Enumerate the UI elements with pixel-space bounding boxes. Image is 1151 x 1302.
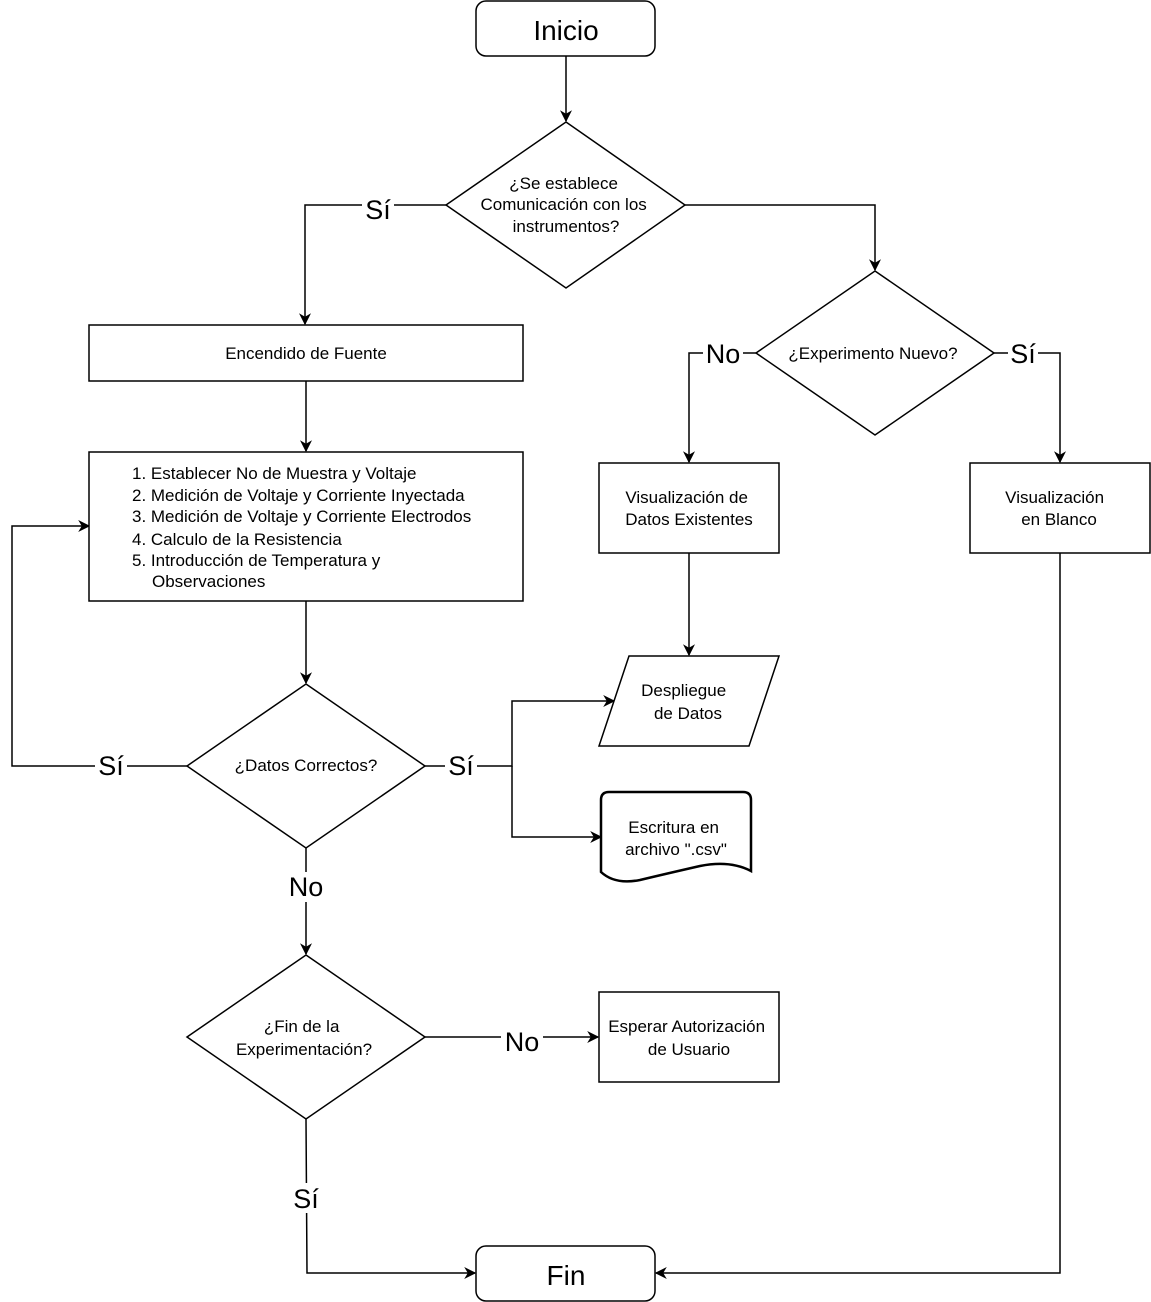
steps-process: 1. Establecer No de Muestra y Voltaje 2.… xyxy=(88,451,524,602)
label-data-correct-yes-right: Sí xyxy=(448,751,474,781)
start-label: Inicio xyxy=(533,15,598,46)
edge-labels: Sí No Sí Sí Sí No No Sí xyxy=(95,193,1038,1214)
new-experiment-question: ¿Experimento Nuevo? xyxy=(788,344,957,363)
start-node: Inicio xyxy=(475,0,656,57)
end-experiment-decision: ¿Fin de la Experimentación? xyxy=(185,954,427,1120)
power-on-process: Encendido de Fuente xyxy=(88,324,524,382)
label-end-experiment-yes: Sí xyxy=(293,1184,319,1214)
steps-list: 1. Establecer No de Muestra y Voltaje 2.… xyxy=(132,464,476,591)
data-correct-decision: ¿Datos Correctos? xyxy=(185,683,427,849)
edge-blanco-fin xyxy=(654,553,1061,1279)
end-label: Fin xyxy=(547,1260,586,1291)
edge-experimento-visualizacion-blanco xyxy=(994,352,1066,464)
label-new-experiment-no: No xyxy=(706,339,741,369)
view-existing-label: Visualización de Datos Existentes xyxy=(625,488,753,529)
label-end-experiment-no: No xyxy=(505,1027,540,1057)
end-experiment-question: ¿Fin de la Experimentación? xyxy=(236,1017,372,1059)
communication-decision: ¿Se establece Comunicación con los instr… xyxy=(444,121,687,289)
label-data-correct-no: No xyxy=(289,872,324,902)
power-on-label: Encendido de Fuente xyxy=(225,344,387,363)
edge-finexp-fin xyxy=(305,1118,477,1279)
display-data-label: Despliegue de Datos xyxy=(641,681,731,723)
edge-datos-escritura xyxy=(511,766,603,843)
end-node: Fin xyxy=(475,1245,656,1302)
data-correct-question: ¿Datos Correctos? xyxy=(235,756,378,775)
write-csv-document: Escritura en archivo ".csv" xyxy=(599,790,753,883)
edge-experimento-visualizacion-datos xyxy=(683,352,756,464)
edge-comunicacion-encendido xyxy=(299,204,446,326)
wait-authorization-process: Esperar Autorización de Usuario xyxy=(598,991,780,1083)
view-existing-process: Visualización de Datos Existentes xyxy=(598,462,780,554)
label-new-experiment-yes: Sí xyxy=(1010,339,1036,369)
label-data-correct-yes-left: Sí xyxy=(98,751,124,781)
new-experiment-decision: ¿Experimento Nuevo? xyxy=(754,270,996,436)
write-csv-label: Escritura en archivo ".csv" xyxy=(625,818,727,859)
display-data-io: Despliegue de Datos xyxy=(597,655,781,747)
view-blank-label: Visualización en Blanco xyxy=(1005,488,1109,529)
wait-authorization-label: Esperar Autorización de Usuario xyxy=(608,1017,770,1059)
view-blank-process: Visualización en Blanco xyxy=(969,462,1151,554)
edge-comunicacion-experimento xyxy=(685,204,881,272)
label-communication-yes: Sí xyxy=(365,195,391,225)
communication-question: ¿Se establece Comunicación con los instr… xyxy=(480,174,651,236)
